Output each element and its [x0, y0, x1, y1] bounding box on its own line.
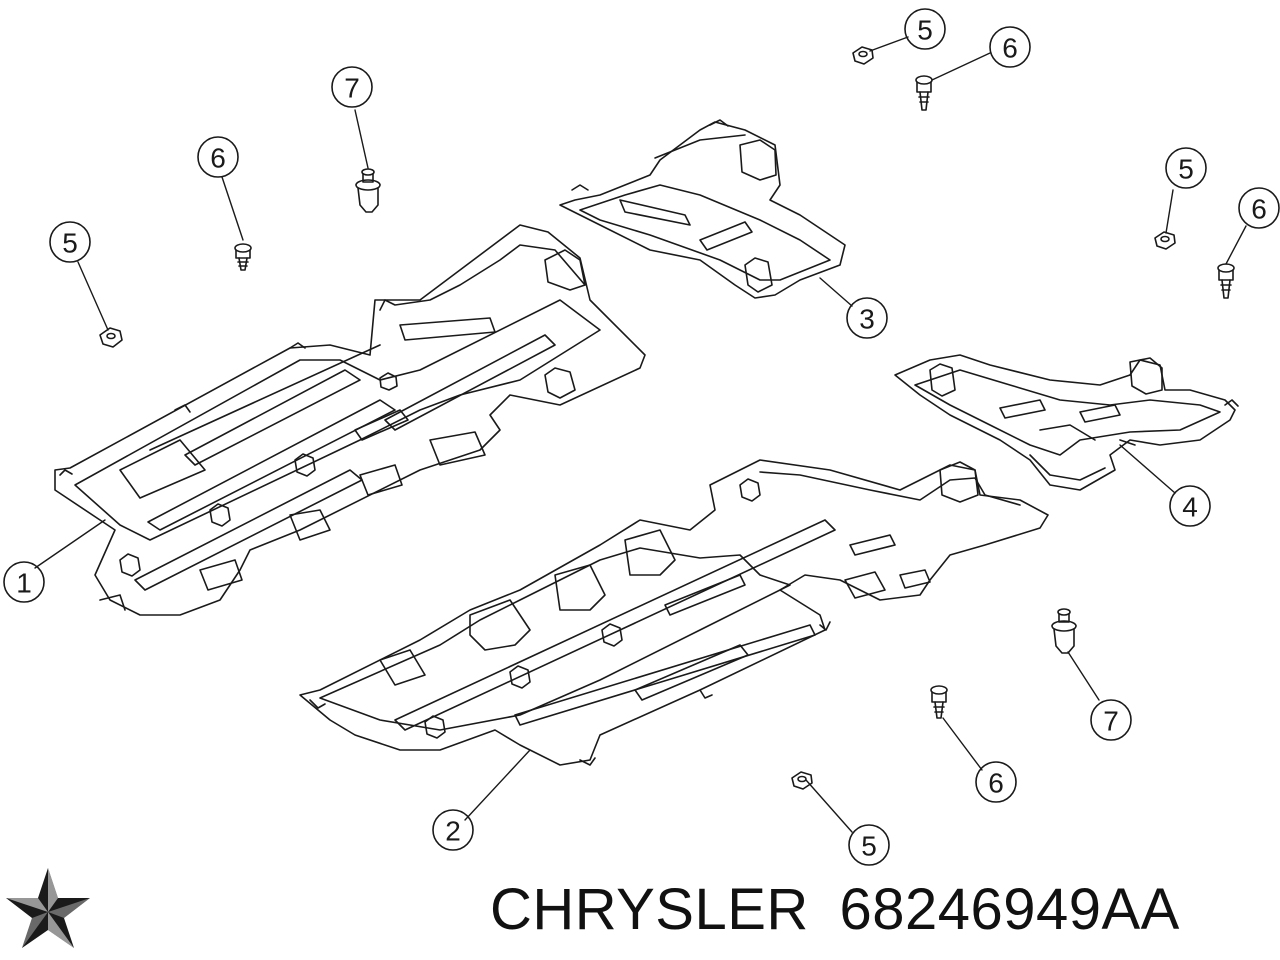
callout-label-6b: 6: [1002, 33, 1018, 64]
callout-circle-7b: [1090, 699, 1132, 741]
callout-circle-5b: [904, 8, 946, 50]
callout-label-3: 3: [859, 304, 875, 335]
leader-lines: [34, 36, 1247, 833]
push-nut-fastener-5a: [99, 327, 123, 348]
callout-label-7a: 7: [344, 73, 360, 104]
callout-circle-5c: [1165, 147, 1207, 189]
push-pin-fastener-6d: [930, 685, 948, 719]
callout-label-6c: 6: [1251, 194, 1267, 225]
callout-circle-2: [432, 809, 474, 851]
callout-label-5b: 5: [917, 15, 933, 46]
push-nut-fastener-5c: [1154, 231, 1176, 250]
push-nut-fastener-5b: [852, 46, 874, 65]
part-caption: CHRYSLER 68246949AA: [490, 876, 1180, 943]
callout-circle-6c: [1238, 187, 1280, 229]
push-nut-fastener-5d: [791, 771, 813, 790]
push-pin-fastener-6a: [234, 243, 252, 271]
callout-label-6a: 6: [210, 143, 226, 174]
callout-circle-5a: [49, 221, 91, 263]
callout-circle-3: [846, 297, 888, 339]
callout-circle-4: [1169, 485, 1211, 527]
callout-label-5a: 5: [62, 228, 78, 259]
callout-label-6d: 6: [988, 768, 1004, 799]
callout-label-4: 4: [1182, 492, 1198, 523]
part-1-splash-shield: [54, 224, 646, 616]
callout-label-2: 2: [445, 816, 461, 847]
push-rivet-fastener-7a: [355, 168, 381, 213]
part-number: 68246949AA: [839, 877, 1180, 942]
push-pin-fastener-6c: [1217, 263, 1235, 299]
part-3-splash-shield: [559, 119, 846, 299]
callout-circle-6b: [989, 26, 1031, 68]
callout-label-5c: 5: [1178, 154, 1194, 185]
callout-label-1: 1: [16, 568, 32, 599]
push-pin-fastener-6b: [915, 75, 933, 111]
push-rivet-fastener-7b: [1051, 608, 1077, 654]
callout-circle-6d: [975, 761, 1017, 803]
callout-label-7b: 7: [1103, 706, 1119, 737]
chrysler-pentastar-icon: [6, 868, 90, 948]
callout-circle-1: [3, 561, 45, 603]
callout-circle-5d: [848, 824, 890, 866]
callout-circle-6a: [197, 136, 239, 178]
callout-label-5d: 5: [861, 831, 877, 862]
callout-circle-7a: [331, 66, 373, 108]
brand-name: CHRYSLER: [490, 877, 809, 942]
part-2-splash-shield: [299, 459, 1049, 766]
part-4-splash-shield: [894, 354, 1239, 491]
